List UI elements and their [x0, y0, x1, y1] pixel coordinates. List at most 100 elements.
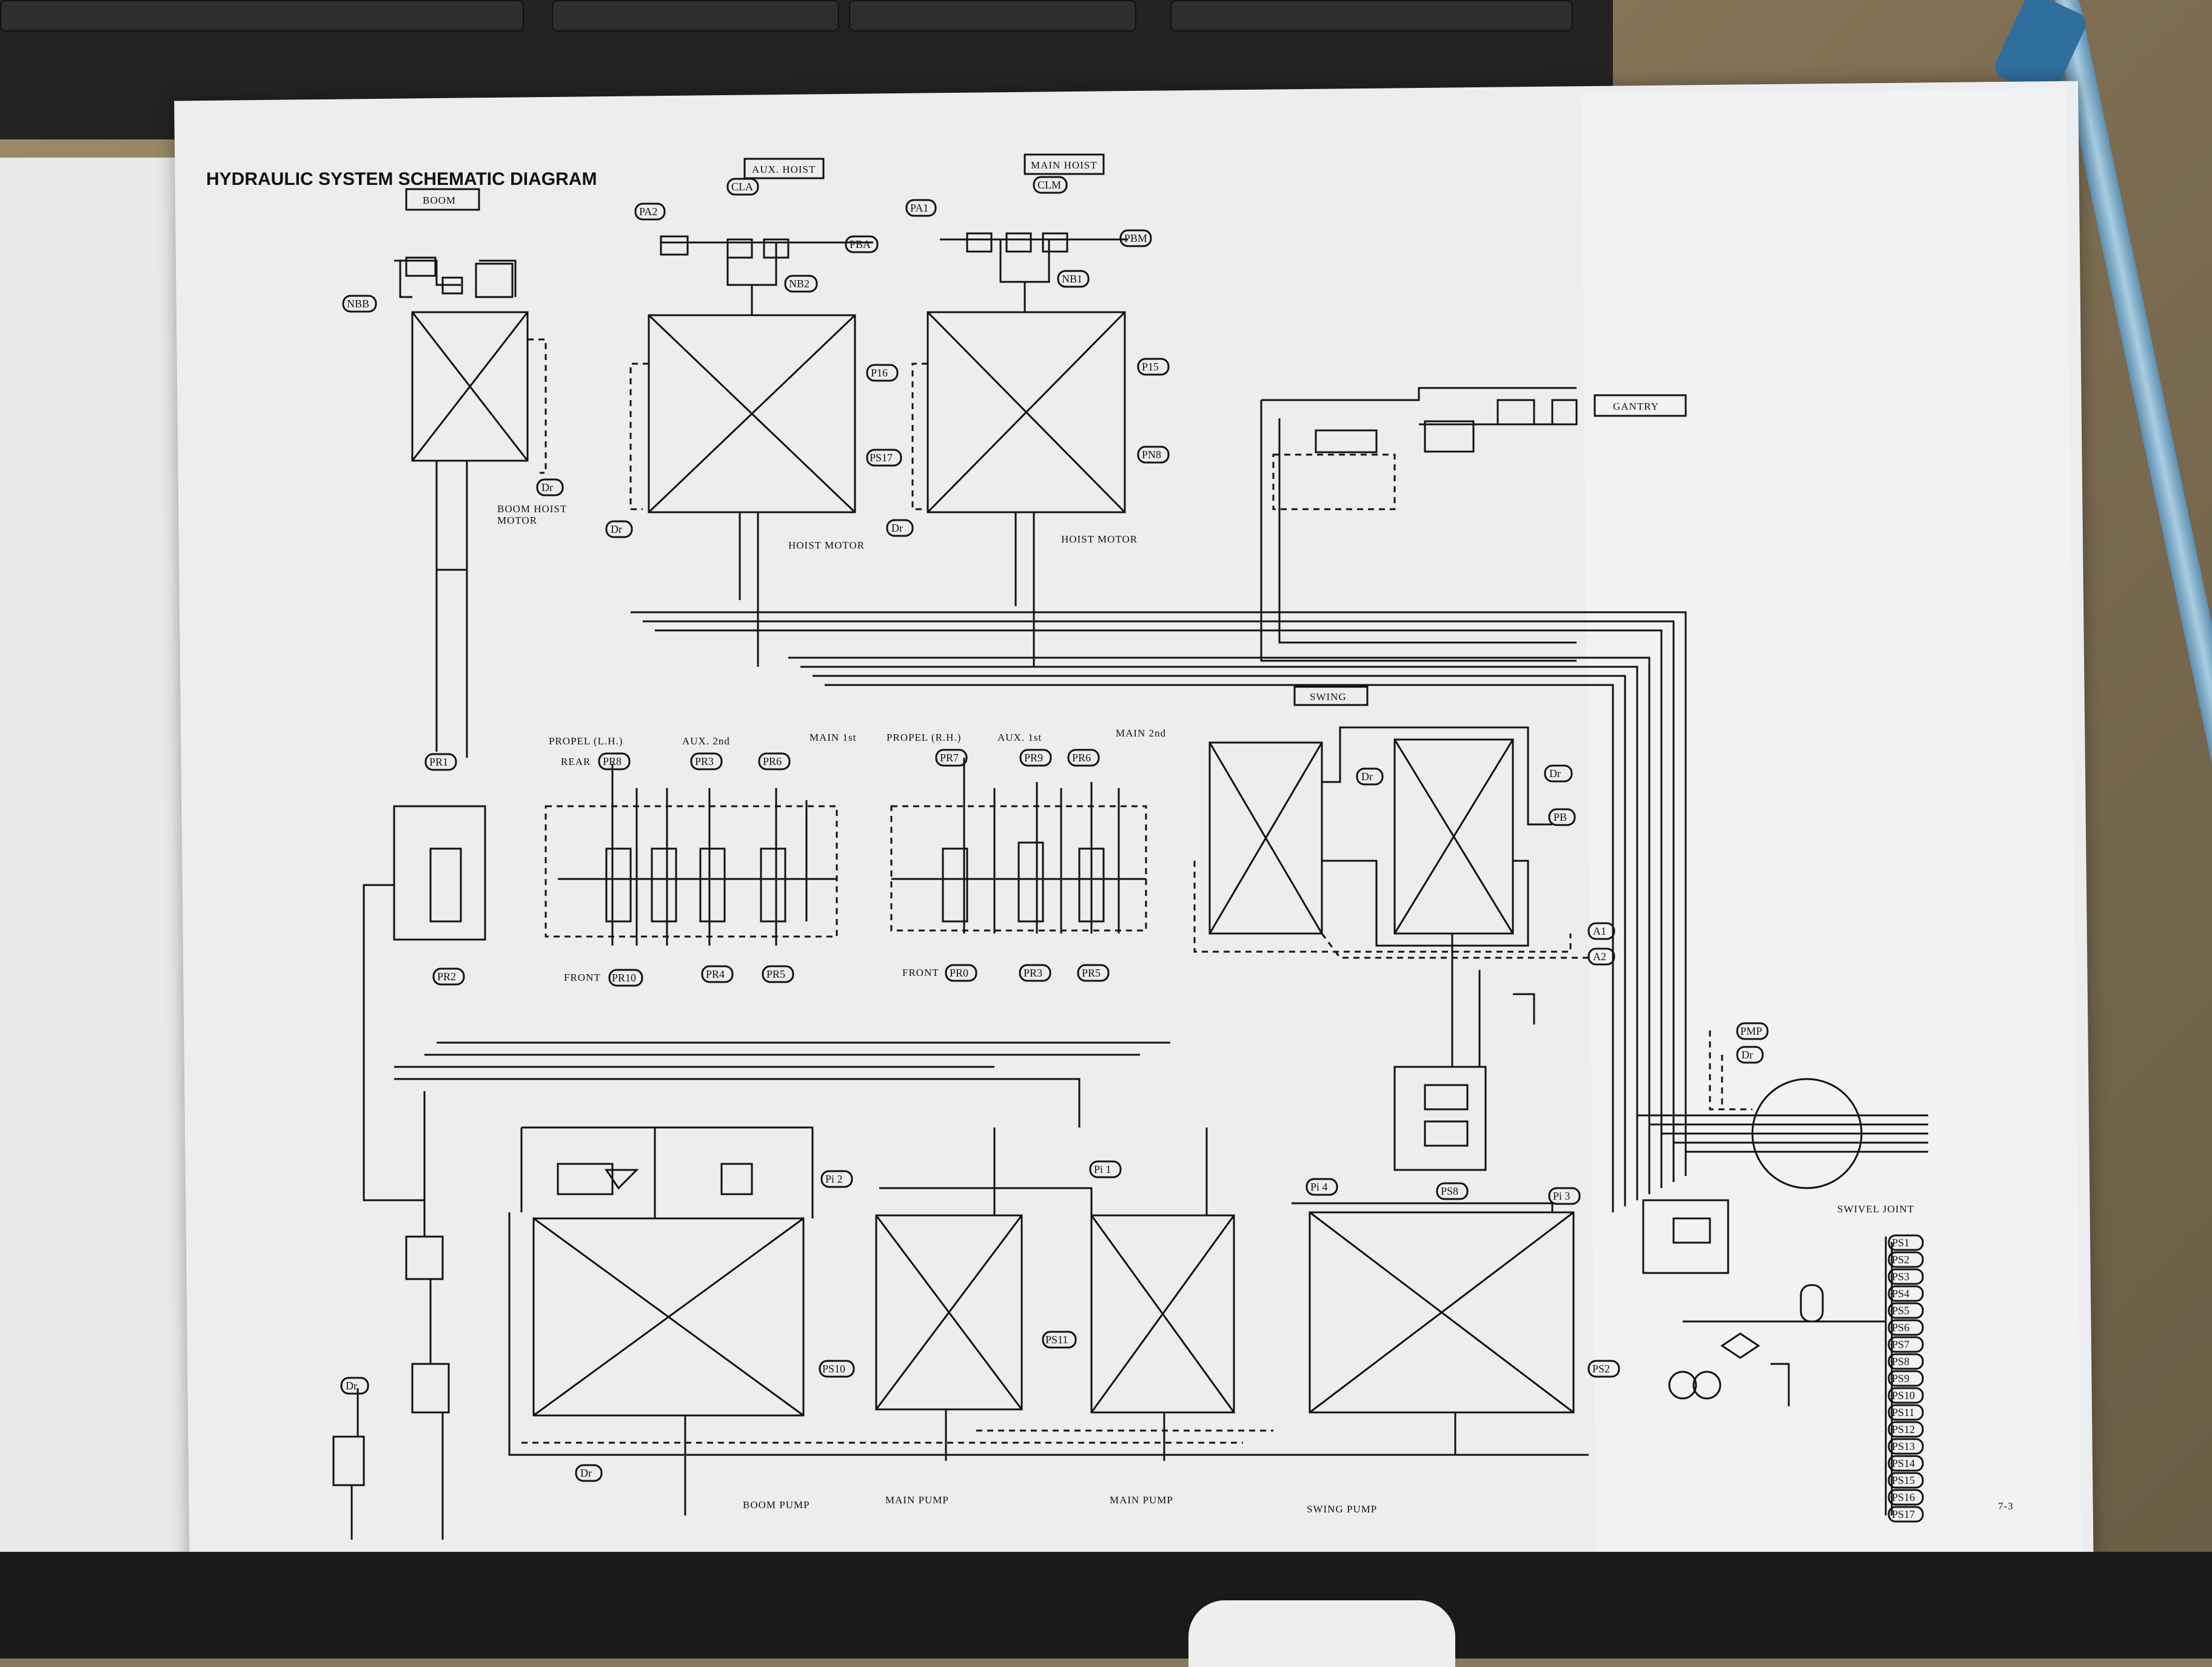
svg-text:PS11: PS11	[1045, 1334, 1068, 1346]
propel-rh-label: PROPEL (R.H.)	[886, 732, 961, 743]
port-tag: PR5	[762, 965, 794, 983]
ps-port-tag	[1888, 1268, 1924, 1285]
boom-hoist-label-2: MOTOR	[497, 515, 537, 526]
page-number: 7-3	[1998, 1500, 2014, 1512]
port-tag: PA2	[634, 202, 666, 221]
port-tag: PS10	[819, 1360, 855, 1378]
keyboard-key-row	[0, 0, 524, 32]
port-tags: NBB PA2 CLA PBA NB2 PA1 CLM PBM NB1 Dr D…	[340, 176, 1769, 1482]
port-tag: NB2	[784, 275, 818, 293]
port-tag: PS8	[1436, 1182, 1469, 1200]
svg-text:P16: P16	[871, 367, 888, 379]
ps-port-tag	[1888, 1336, 1924, 1353]
swing-pump-label: SWING PUMP	[1307, 1503, 1377, 1515]
svg-text:NB1: NB1	[1062, 273, 1082, 285]
port-tag: PR6	[758, 752, 791, 770]
port-tag: PR2	[432, 967, 465, 986]
port-tag: P16	[866, 364, 899, 382]
ps-port-label: PS5	[1892, 1305, 1909, 1317]
propel-lh-label: PROPEL (L.H.)	[549, 735, 623, 747]
ps-port-tag	[1888, 1353, 1924, 1370]
ps-port-tag	[1888, 1387, 1924, 1404]
keyboard-key-row	[552, 0, 839, 32]
keyboard-key-row	[849, 0, 1136, 32]
swivel-joint-label: SWIVEL JOINT	[1837, 1203, 1914, 1215]
svg-text:PS10: PS10	[822, 1363, 845, 1375]
port-tag: P15	[1137, 358, 1170, 376]
front-right-label: FRONT	[902, 967, 939, 978]
port-tag: Dr	[1736, 1046, 1764, 1064]
boom-box-label: BOOM	[423, 195, 456, 206]
ps-port-tag	[1888, 1438, 1924, 1455]
port-tag: PS11	[1042, 1331, 1077, 1349]
ps-port-label: PS10	[1892, 1389, 1915, 1401]
diagram-title: HYDRAULIC SYSTEM SCHEMATIC DIAGRAM	[206, 169, 597, 189]
svg-text:Dr: Dr	[611, 523, 622, 535]
port-tag: PS17	[866, 449, 902, 467]
boom-hoist-label-1: BOOM HOIST	[497, 503, 567, 515]
boom-box	[405, 188, 480, 211]
svg-text:PR9: PR9	[1024, 752, 1043, 764]
ps-port-tag	[1888, 1404, 1924, 1421]
svg-text:PN8: PN8	[1142, 449, 1161, 461]
port-tag: CLM	[1033, 176, 1068, 194]
svg-text:PS17: PS17	[870, 452, 893, 464]
svg-text:PR5: PR5	[766, 968, 785, 980]
ps-port-tag	[1888, 1319, 1924, 1336]
svg-text:PB: PB	[1553, 811, 1567, 823]
ps-port-label: PS17	[1892, 1508, 1915, 1520]
ps-port-tag	[1888, 1472, 1924, 1489]
svg-text:NB2: NB2	[789, 278, 809, 290]
aux-hoist-label: AUX. HOIST	[752, 164, 816, 175]
port-tag: PR1	[424, 753, 457, 771]
ps-port-list: PS1PS2PS3PS4PS5PS6PS7PS8PS9PS10PS11PS12P…	[1888, 1234, 1924, 1523]
port-tag: A2	[1587, 947, 1615, 966]
main-pump-2-label: MAIN PUMP	[1110, 1494, 1173, 1506]
aux-hoist-box	[743, 158, 825, 179]
swing-motor-left	[1208, 741, 1323, 935]
port-tag: Dr	[1544, 764, 1573, 783]
port-tag: PR4	[701, 965, 734, 983]
port-tag: PB	[1548, 808, 1576, 826]
svg-text:Dr: Dr	[1741, 1049, 1753, 1061]
ps-port-label: PS4	[1892, 1288, 1909, 1300]
ps-port-label: PS3	[1892, 1271, 1909, 1283]
svg-text:Pi 1: Pi 1	[1094, 1163, 1111, 1175]
port-tag: PR7	[935, 749, 968, 767]
ps-port-label: PS7	[1892, 1338, 1909, 1351]
port-tag: CLA	[726, 178, 759, 196]
svg-text:A2: A2	[1593, 950, 1606, 963]
ps-port-tag	[1888, 1234, 1924, 1251]
svg-text:PR4: PR4	[706, 968, 725, 980]
ps-port-tag	[1888, 1370, 1924, 1387]
port-tag: PBA	[845, 235, 879, 253]
swing-box	[1293, 686, 1369, 706]
svg-text:Dr: Dr	[346, 1380, 357, 1392]
port-tag: Dr	[575, 1464, 603, 1482]
ps-port-label: PS13	[1892, 1440, 1915, 1452]
svg-text:CLM: CLM	[1037, 179, 1061, 191]
port-tag: PR6	[1067, 749, 1100, 767]
gantry-label: GANTRY	[1613, 401, 1659, 412]
port-tag: PA1	[905, 199, 937, 217]
port-tag: A1	[1587, 922, 1615, 940]
aux-1st-label: AUX. 1st	[997, 732, 1042, 743]
ps-port-label: PS9	[1892, 1372, 1909, 1385]
main-hoist-motor	[927, 311, 1126, 513]
main-pump-1	[875, 1214, 1023, 1411]
ps-port-tag	[1888, 1285, 1924, 1302]
swivel-joint	[1751, 1078, 1863, 1189]
main-pump-2	[1090, 1214, 1235, 1414]
svg-text:PR3: PR3	[695, 755, 714, 767]
port-tag: Pi 1	[1089, 1160, 1122, 1178]
main-hoist-motor-label: HOIST MOTOR	[1061, 533, 1138, 545]
ps-port-label: PS8	[1892, 1355, 1909, 1368]
main-pump-1-label: MAIN PUMP	[885, 1494, 949, 1506]
svg-text:Pi 2: Pi 2	[825, 1173, 843, 1185]
ps-port-label: PS14	[1892, 1457, 1915, 1469]
port-tag: PN8	[1137, 446, 1170, 464]
svg-text:Dr: Dr	[1361, 770, 1373, 783]
svg-text:PA2: PA2	[639, 205, 657, 218]
svg-text:PBA: PBA	[850, 238, 871, 250]
ps-port-label: PS1	[1892, 1237, 1909, 1249]
